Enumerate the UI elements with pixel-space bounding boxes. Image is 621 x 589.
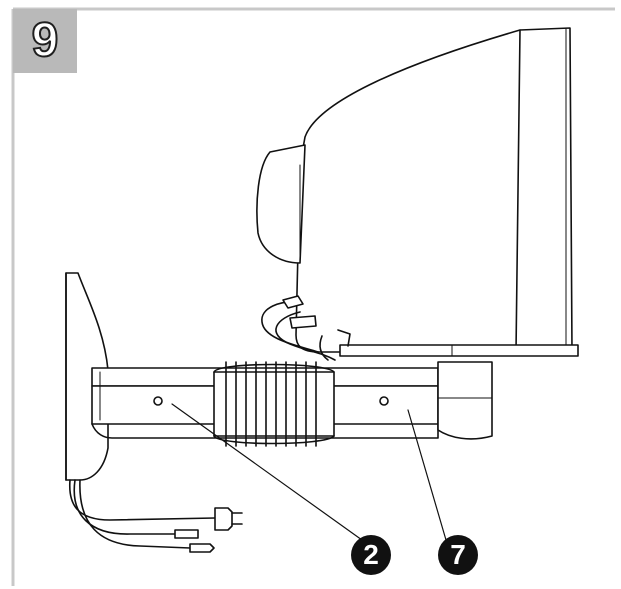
- rca-plug-2: [289, 315, 317, 329]
- callout-7: 7: [438, 535, 478, 575]
- arm-screw-hole-right: [379, 396, 389, 406]
- power-plug: [214, 507, 233, 531]
- rca-plug-3: [174, 529, 199, 539]
- rca-plug-1: [282, 295, 304, 309]
- mounting-bracket: [437, 361, 493, 440]
- wall-cable-2: [73, 479, 176, 535]
- leader-line-7: [407, 409, 447, 541]
- leader-line-2: [171, 403, 363, 541]
- tv-back-housing: [256, 144, 306, 264]
- wall-cable-1: [68, 479, 216, 521]
- wall-cable-3: [79, 479, 191, 549]
- arm-bellows: [213, 361, 335, 447]
- tv-cable-1: [261, 300, 319, 353]
- step-number-badge: 9: [13, 9, 77, 73]
- rca-plug-4: [189, 543, 215, 553]
- tv-rear-edge: [515, 29, 521, 353]
- arm-screw-hole-left: [153, 396, 163, 406]
- callout-2: 2: [351, 535, 391, 575]
- tv-base-plate: [339, 344, 579, 357]
- tv-body: [295, 27, 573, 353]
